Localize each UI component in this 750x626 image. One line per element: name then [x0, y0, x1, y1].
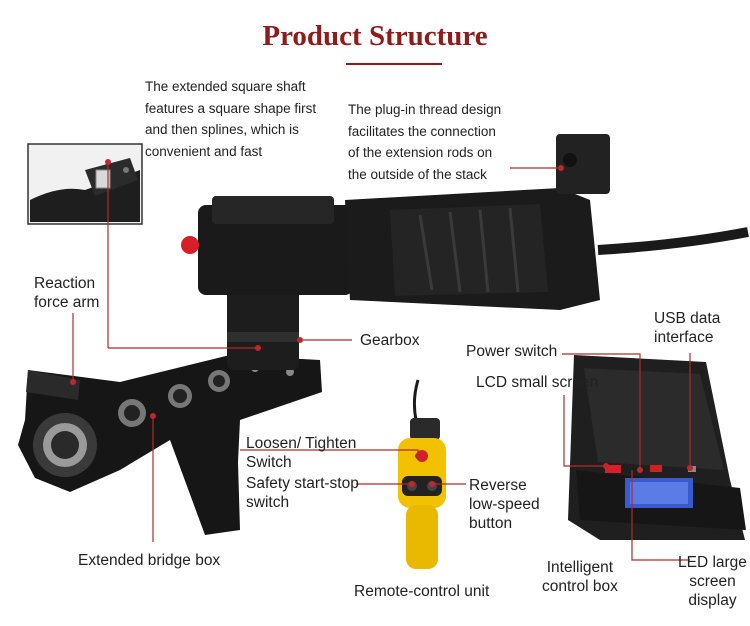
- square-shaft-inset: [27, 143, 143, 225]
- gearbox-body: [181, 196, 353, 370]
- motor-housing: [345, 134, 749, 310]
- leader-lines: [72, 162, 691, 561]
- bridge-box: [18, 355, 322, 535]
- usb-interface-label: USB data interface: [654, 310, 721, 346]
- reverse-button-label: Reverse low-speed button: [469, 477, 540, 532]
- lcd-screen-label: LCD small screen: [476, 374, 599, 391]
- bridge-box-label: Extended bridge box: [78, 552, 221, 569]
- page-title: Product Structure: [262, 20, 488, 52]
- leader-dots: [70, 159, 693, 487]
- control-box: [568, 355, 746, 540]
- remote-unit-label: Remote-control unit: [354, 583, 490, 600]
- safety-switch-label: Safety start-stop switch: [246, 475, 359, 511]
- control-box-label: Intelligent control box: [542, 559, 618, 595]
- thread-design-label: The plug-in thread design facilitates th…: [348, 102, 502, 182]
- title-underline: [346, 63, 442, 65]
- led-screen-label: LED large screen display: [678, 554, 747, 609]
- remote-control: [398, 379, 446, 569]
- power-switch-label: Power switch: [466, 343, 558, 360]
- reaction-arm-label: Reaction force arm: [34, 275, 100, 311]
- gearbox-label: Gearbox: [360, 332, 420, 349]
- square-shaft-label: The extended square shaft features a squ…: [145, 79, 317, 159]
- loosen-tighten-label: Loosen/ Tighten Switch: [246, 435, 357, 471]
